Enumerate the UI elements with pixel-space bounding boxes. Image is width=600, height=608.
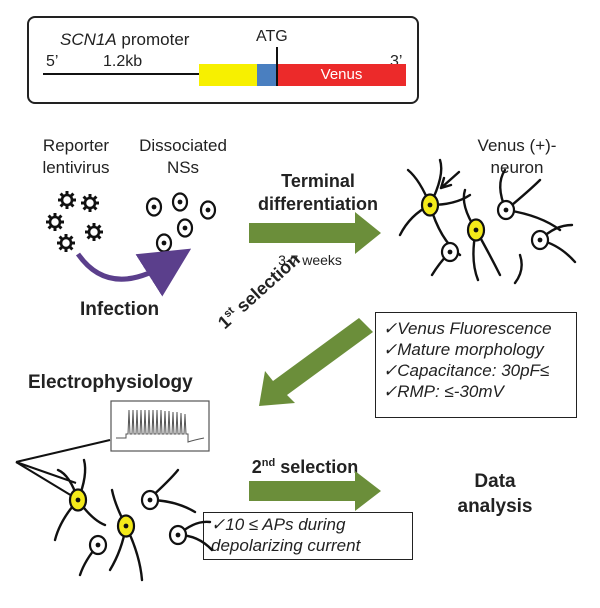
ns-label-line1: Dissociated xyxy=(139,136,227,155)
dissociated-ns-label: Dissociated NSs xyxy=(128,135,238,179)
electrophysiology-label: Electrophysiology xyxy=(28,372,193,393)
infection-label: Infection xyxy=(80,299,160,320)
atg-tick xyxy=(276,47,278,86)
gene-name: SCN1A xyxy=(60,30,117,49)
venus-pointer-line xyxy=(439,170,461,190)
dissociated-cells xyxy=(145,192,217,253)
electrode-lines xyxy=(15,439,111,503)
second-criteria-box xyxy=(203,512,413,560)
ns-cell-icon xyxy=(199,200,217,220)
venus-pointer-head xyxy=(439,176,453,190)
infection-arrow xyxy=(75,248,192,297)
criteria-capacitance: ✓Capacitance: 30pF≤ xyxy=(383,361,550,380)
virus-gear-icon xyxy=(79,192,101,214)
virus-gear-icon xyxy=(56,189,78,211)
virus-gear-icon xyxy=(55,232,77,254)
terminal-line1: Terminal xyxy=(281,171,355,191)
promoter-blue-block xyxy=(257,64,277,86)
criteria-mature-morphology: ✓Mature morphology xyxy=(383,340,544,359)
promoter-word: promoter xyxy=(121,30,190,49)
lentivirus-icons xyxy=(44,189,105,254)
virus-label-line1: Reporter xyxy=(42,136,110,155)
reporter-lentivirus-label: Reporter lentivirus xyxy=(28,135,124,179)
venus-neuron-line1: Venus (+)- xyxy=(477,136,557,155)
venus-red-block xyxy=(277,64,406,86)
first-criteria-box xyxy=(375,312,577,418)
ns-cell-icon xyxy=(145,197,163,217)
virus-label-line2: lentivirus xyxy=(42,158,110,177)
ns-cell-icon xyxy=(176,218,194,238)
promoter-yellow-block xyxy=(199,64,257,86)
venus-block-label: Venus xyxy=(320,66,363,83)
second-ordinal-num: 2 xyxy=(251,457,262,477)
length-label: 1.2kb xyxy=(103,53,143,70)
second-ordinal-sup: nd xyxy=(261,457,276,469)
second-selection-word: selection xyxy=(280,457,359,477)
second-selection-arrow xyxy=(249,471,381,511)
criteria-rmp: ✓RMP: ≤-30mV xyxy=(383,382,504,401)
second-criteria-line2: depolarizing current xyxy=(211,536,361,555)
action-potential-trace xyxy=(110,400,210,452)
second-selection-label: 2nd selection xyxy=(240,457,370,478)
terminal-differentiation-label: Terminal differentiation xyxy=(238,170,398,216)
promoter-construct-box xyxy=(27,16,419,104)
data-analysis-line2: analysis xyxy=(457,496,533,517)
data-analysis-label: Data analysis xyxy=(440,469,550,519)
virus-gear-icon xyxy=(83,221,105,243)
terminal-line2: differentiation xyxy=(258,194,378,214)
promoter-line xyxy=(43,73,200,75)
virus-gear-icon xyxy=(44,211,66,233)
recorded-neuron-bodies xyxy=(68,488,188,556)
criteria-venus-fluorescence: ✓Venus Fluorescence xyxy=(383,319,552,338)
five-prime-label: 5’ xyxy=(46,53,59,70)
ns-cell-icon xyxy=(171,192,189,212)
ns-cell-icon xyxy=(155,233,173,253)
first-criteria-list: ✓Venus Fluorescence ✓Mature morphology ✓… xyxy=(383,318,573,402)
second-criteria-line1: ✓10 ≤ APs during xyxy=(211,515,346,534)
first-selection-arrow xyxy=(259,318,373,406)
terminal-differentiation-arrow xyxy=(249,212,381,254)
ns-label-line2: NSs xyxy=(166,158,200,177)
data-analysis-line1: Data xyxy=(474,471,516,492)
second-criteria-text: ✓10 ≤ APs during depolarizing current xyxy=(211,514,409,556)
promoter-label: SCN1A promoter xyxy=(60,30,189,50)
duration-label: 3-7 weeks xyxy=(278,252,342,268)
venus-neuron-cluster xyxy=(398,158,577,285)
venus-neuron-bodies xyxy=(420,193,550,263)
atg-label: ATG xyxy=(256,28,288,45)
